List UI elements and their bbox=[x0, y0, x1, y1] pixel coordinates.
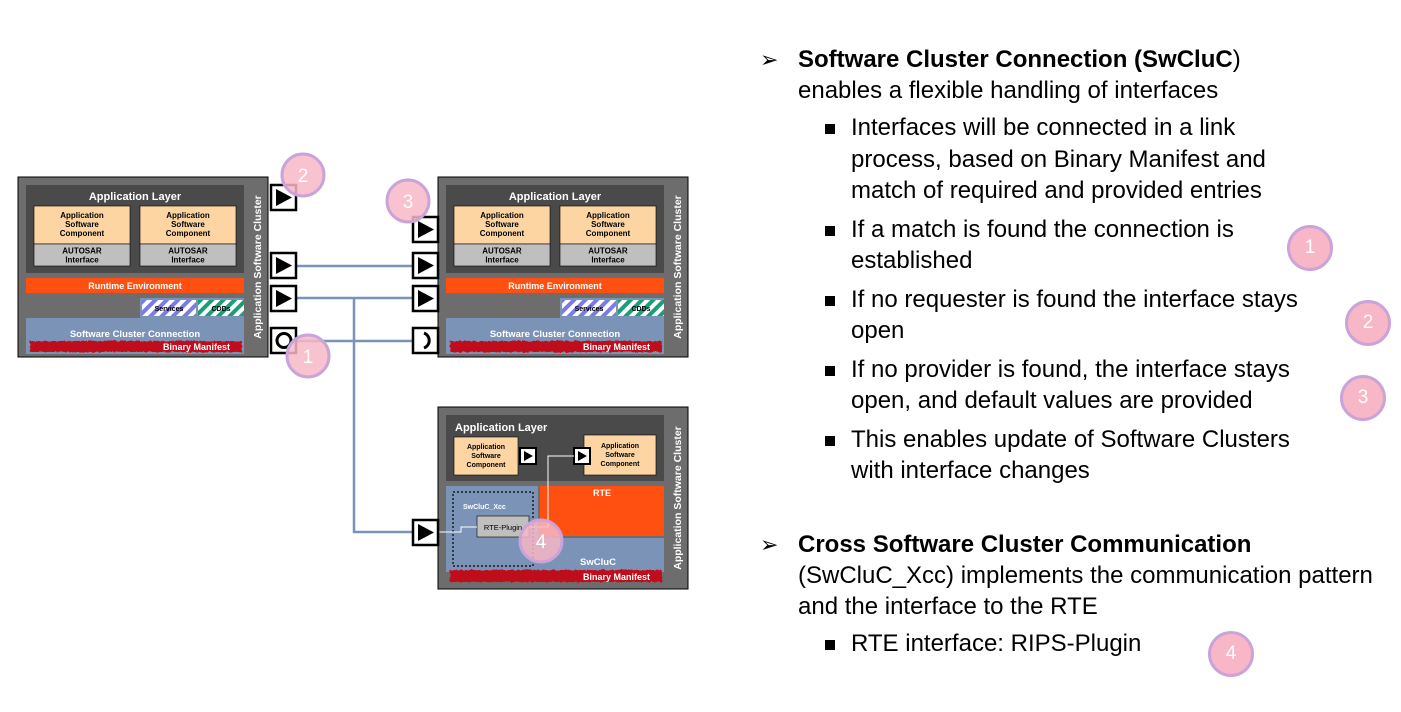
main-point-swcluc: ➢ Software Cluster Connection (SwCluC) e… bbox=[760, 44, 1390, 106]
main-point-1-line2: enables a flexible handling of interface… bbox=[798, 77, 1219, 104]
bottom-manifest-label: Binary Manifest bbox=[583, 572, 650, 582]
right-rte-label: Runtime Environment bbox=[508, 281, 602, 291]
connector-lines bbox=[296, 264, 415, 534]
list-item: RTE interface: RIPS-Plugin bbox=[825, 628, 1390, 660]
list-item: If no requester is found the interface s… bbox=[825, 284, 1390, 347]
right-services-label: Services bbox=[575, 306, 604, 313]
list-item: This enables update of Software Clusters… bbox=[825, 424, 1390, 487]
main-point-2-line2: (SwCluC_Xcc) implements the communicatio… bbox=[798, 561, 1373, 620]
text-badge-2: 2 bbox=[1345, 300, 1391, 346]
list-item: Interfaces will be connected in a link p… bbox=[825, 112, 1390, 207]
right-app-layer-title: Application Layer bbox=[509, 191, 602, 203]
bottom-port-play-icon bbox=[573, 447, 591, 465]
square-bullet-icon bbox=[825, 295, 835, 306]
list-item: If a match is found the connection is es… bbox=[825, 214, 1390, 277]
text-badge-1: 1 bbox=[1287, 225, 1333, 271]
left-swcluc-label: Software Cluster Connection bbox=[70, 329, 201, 340]
left-app-layer-title: Application Layer bbox=[89, 191, 182, 203]
list-item: If no provider is found, the interface s… bbox=[825, 354, 1390, 417]
svg-text:4: 4 bbox=[536, 532, 547, 553]
right-ports bbox=[411, 215, 440, 355]
right-swcluc-label: Software Cluster Connection bbox=[490, 329, 621, 340]
xcc-bullets: RTE interface: RIPS-Plugin bbox=[760, 628, 1390, 660]
left-cdds-label: CDDs bbox=[211, 306, 230, 313]
badge-1: 1 bbox=[285, 333, 331, 379]
port-required-icon bbox=[411, 326, 440, 355]
right-manifest-label: Binary Manifest bbox=[583, 342, 650, 352]
port-play-icon bbox=[411, 284, 440, 313]
svg-text:2: 2 bbox=[298, 166, 309, 187]
right-side-label: Application Software Cluster bbox=[672, 195, 684, 339]
square-bullet-icon bbox=[825, 435, 835, 446]
square-bullet-icon bbox=[825, 365, 835, 376]
arrow-bullet-icon: ➢ bbox=[760, 531, 779, 557]
bullet-text: ➢ Software Cluster Connection (SwCluC) e… bbox=[760, 44, 1390, 666]
square-bullet-icon bbox=[825, 639, 835, 650]
bottom-xcc-label: SwCluC_Xcc bbox=[463, 504, 506, 511]
port-play-icon bbox=[411, 251, 440, 280]
port-play-icon bbox=[269, 251, 298, 280]
bottom-app-layer-title: Application Layer bbox=[455, 422, 548, 434]
main-point-xcc: ➢ Cross Software Cluster Communication (… bbox=[760, 529, 1390, 622]
main-point-1-tail: ) bbox=[1232, 46, 1241, 73]
bottom-entry-port-play-icon bbox=[411, 518, 440, 547]
text-badge-4: 4 bbox=[1208, 631, 1254, 677]
svg-text:1: 1 bbox=[303, 347, 314, 368]
main-point-2-bold: Cross Software Cluster Communication bbox=[798, 530, 1252, 558]
left-rte-label: Runtime Environment bbox=[88, 281, 182, 291]
left-ports bbox=[269, 183, 298, 355]
port-play-icon bbox=[269, 284, 298, 313]
bottom-plugin-label: RTE-Plugin bbox=[484, 523, 522, 532]
arrow-bullet-icon: ➢ bbox=[760, 47, 779, 72]
swcluc-bullets: Interfaces will be connected in a link p… bbox=[760, 112, 1390, 487]
left-services-label: Services bbox=[155, 306, 184, 313]
badge-4: 4 bbox=[518, 518, 564, 564]
left-manifest-label: Binary Manifest bbox=[163, 342, 230, 352]
left-side-label: Application Software Cluster bbox=[252, 195, 264, 339]
port-play-icon bbox=[411, 215, 440, 244]
bottom-side-label: Application Software Cluster bbox=[672, 426, 684, 570]
diagram-badges: 2 3 1 4 bbox=[280, 152, 564, 564]
right-cdds-label: CDDs bbox=[631, 306, 650, 313]
main-point-1-bold: Software Cluster Connection (SwCluC bbox=[798, 46, 1233, 73]
badge-2: 2 bbox=[280, 152, 326, 198]
badge-3: 3 bbox=[385, 178, 431, 224]
bottom-swcluc-label: SwCluC bbox=[580, 557, 616, 568]
svg-text:3: 3 bbox=[403, 192, 414, 213]
bottom-rte-label: RTE bbox=[593, 488, 611, 498]
bottom-port-play-icon bbox=[519, 447, 537, 465]
text-badge-3: 3 bbox=[1340, 375, 1386, 421]
square-bullet-icon bbox=[825, 124, 835, 134]
square-bullet-icon bbox=[825, 225, 835, 236]
